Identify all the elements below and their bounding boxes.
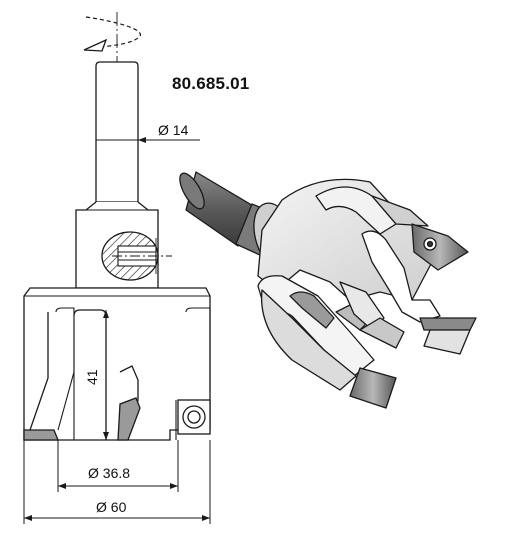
dim-height: 41	[84, 369, 100, 385]
chip-slot-3d	[361, 230, 441, 323]
dimensions	[23, 137, 211, 524]
insert-screw-icon	[177, 399, 211, 435]
clamping-screw-section	[101, 231, 172, 281]
dim-inner-diameter: Ø 36.8	[88, 465, 130, 481]
cutting-insert-bottom	[23, 429, 59, 441]
dim-shank-diameter: Ø 14	[158, 122, 189, 138]
part-number: 80.685.01	[172, 74, 250, 93]
cutting-insert-right	[419, 317, 477, 331]
cutting-insert-upper	[411, 223, 469, 271]
shank	[95, 61, 139, 203]
cutting-insert-lower	[349, 367, 397, 409]
rotation-arrow-icon	[83, 16, 141, 52]
perspective-view	[179, 171, 477, 409]
cutting-insert-left	[117, 397, 141, 441]
side-view	[23, 12, 211, 441]
dim-outer-diameter: Ø 60	[96, 499, 127, 515]
